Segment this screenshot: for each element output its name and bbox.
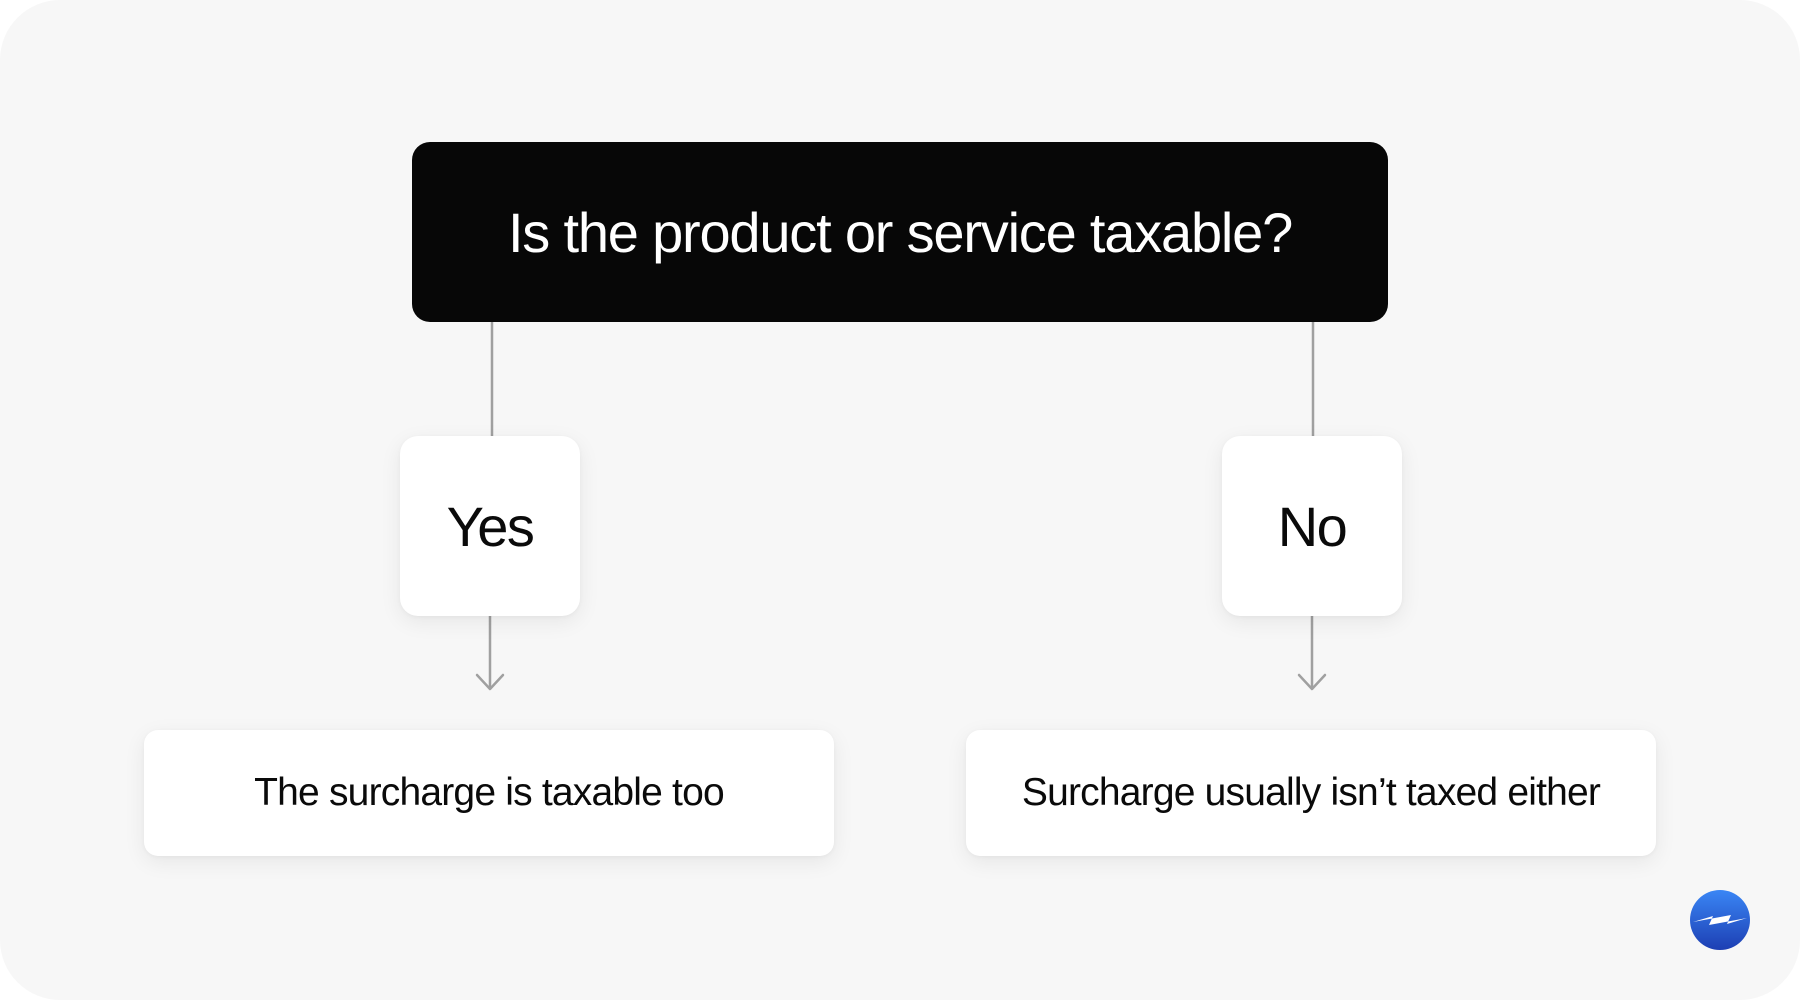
arrow-down-icon	[475, 616, 505, 691]
brand-logo-icon	[1690, 890, 1750, 950]
answer-no-label: No	[1277, 494, 1348, 558]
answer-yes-label: Yes	[446, 494, 535, 558]
arrow-down-icon	[1297, 616, 1327, 691]
question-box: Is the product or service taxable?	[412, 142, 1388, 322]
outcome-yes-box: The surcharge is taxable too	[144, 730, 834, 856]
answer-no-box: No	[1222, 436, 1402, 616]
question-text: Is the product or service taxable?	[507, 200, 1293, 264]
outcome-no-box: Surcharge usually isn’t taxed either	[966, 730, 1656, 856]
outcome-no-text: Surcharge usually isn’t taxed either	[1021, 771, 1601, 814]
outcome-yes-text: The surcharge is taxable too	[254, 771, 725, 814]
answer-yes-box: Yes	[400, 436, 580, 616]
